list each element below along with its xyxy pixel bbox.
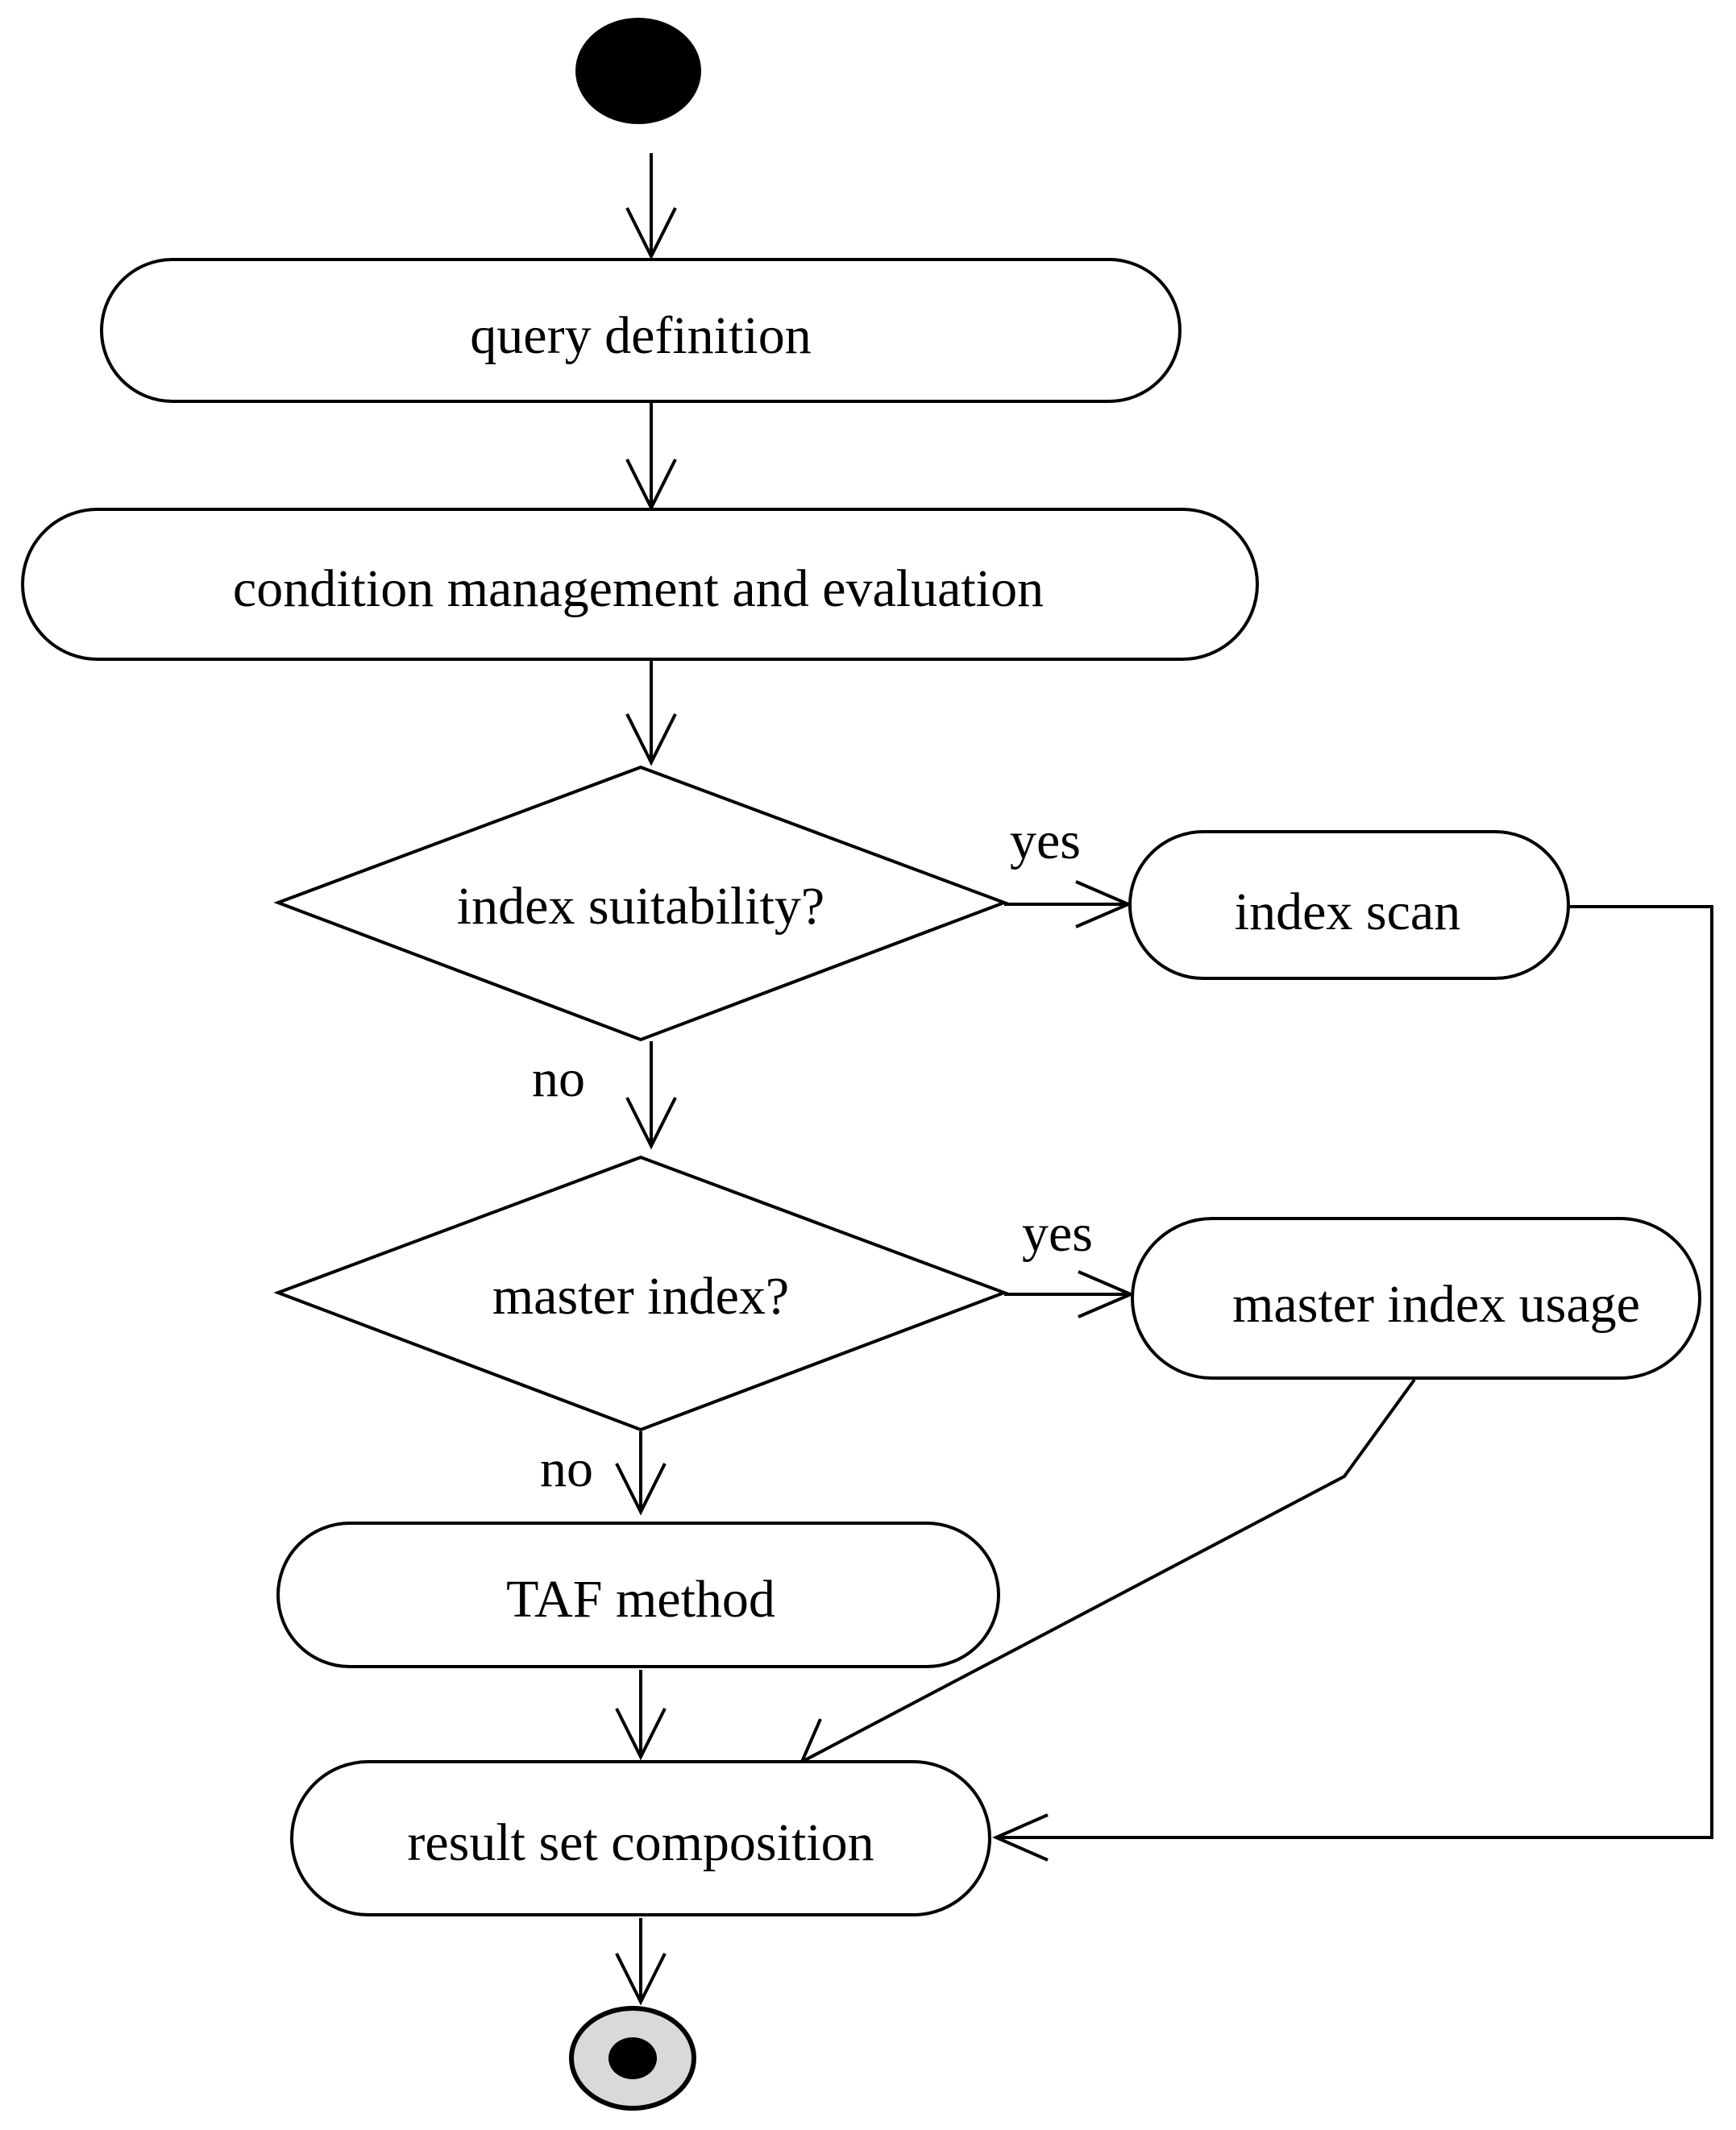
arrowhead-result-from-taf: [615, 1708, 667, 1761]
initial-node: [575, 18, 701, 124]
arrowhead-master-usage: [1078, 1270, 1136, 1318]
label-index-scan: index scan: [1235, 882, 1460, 941]
final-node-core: [608, 2037, 657, 2079]
arrowhead-final: [615, 1953, 667, 2006]
label-taf-method: TAF method: [506, 1570, 775, 1629]
arrowhead-query: [625, 207, 677, 260]
label-index-suitability: index suitability?: [457, 877, 824, 936]
arrowhead-suitability: [625, 713, 677, 766]
node-condition-management: [21, 508, 1259, 661]
arrowhead-result-from-scan: [992, 1813, 1049, 1862]
label-condition-management: condition management and evaluation: [233, 559, 1044, 618]
arrowhead-taf: [615, 1463, 667, 1516]
node-result-set-composition: [290, 1760, 991, 1916]
edge-usage-to-result: [801, 1378, 1416, 1763]
label-query-definition: query definition: [470, 306, 811, 365]
node-taf-method: [276, 1522, 1000, 1668]
decision-master-index: [273, 1155, 1009, 1432]
label-suitability-yes: yes: [1010, 812, 1081, 870]
decision-index-suitability: [273, 765, 1009, 1042]
arrowhead-index-scan: [1075, 880, 1133, 928]
edge-scan-to-result: [996, 905, 1713, 1839]
label-master-index-usage: master index usage: [1232, 1275, 1640, 1334]
label-suitability-no: no: [532, 1049, 585, 1108]
label-master-no: no: [540, 1439, 593, 1498]
node-master-index-usage: [1131, 1217, 1701, 1380]
label-result-set-composition: result set composition: [407, 1813, 874, 1872]
label-master-index: master index?: [492, 1267, 789, 1326]
label-master-yes: yes: [1022, 1204, 1093, 1263]
node-query-definition: [100, 258, 1182, 403]
arrowhead-master-index: [625, 1097, 677, 1150]
